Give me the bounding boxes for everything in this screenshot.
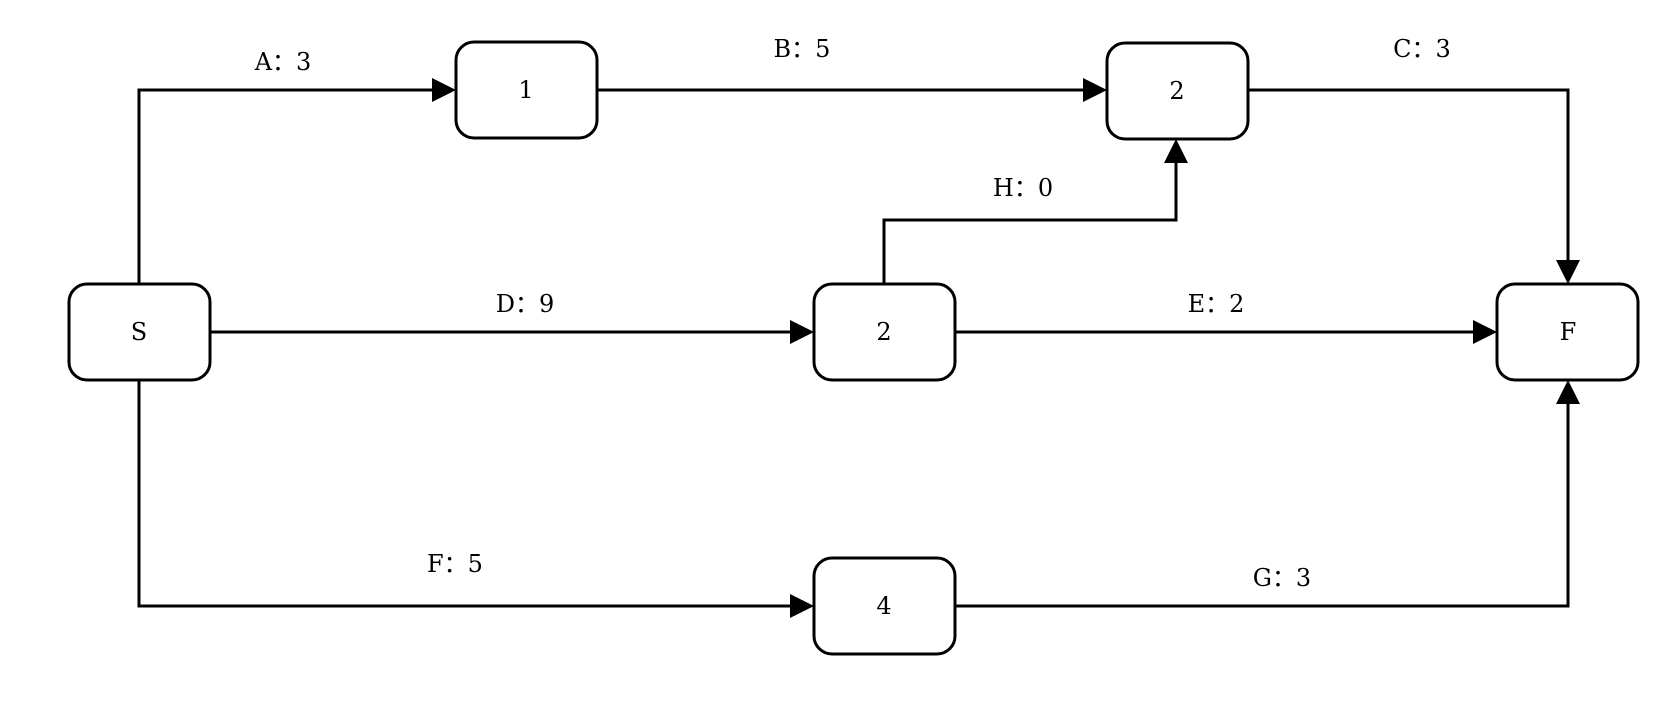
edge-h-arrowhead xyxy=(1164,139,1188,163)
edge-c-arrowhead xyxy=(1556,260,1580,284)
node-s-label: S xyxy=(131,318,147,346)
edge-label-g: G：3 xyxy=(1253,564,1311,592)
edge-label-f: F：5 xyxy=(427,550,483,578)
node-1-box xyxy=(454,40,599,140)
node-4-label: 4 xyxy=(876,592,891,620)
edge-label-h: H：0 xyxy=(993,174,1053,202)
edges xyxy=(137,78,1580,618)
edge-d-arrowhead xyxy=(790,320,814,344)
edge-a-arrowhead xyxy=(432,78,456,102)
node-2-mid-box xyxy=(812,282,957,382)
node-f-box xyxy=(1495,282,1640,382)
node-f-label: F xyxy=(1560,318,1577,346)
edge-label-d: D：9 xyxy=(496,290,555,318)
edge-g xyxy=(955,404,1570,608)
edge-g-arrowhead xyxy=(1556,380,1580,404)
edge-c xyxy=(1248,88,1570,260)
node-2-top-label: 2 xyxy=(1169,77,1184,105)
node-s-box xyxy=(67,282,212,382)
node-4-box xyxy=(812,556,957,656)
node-s[interactable]: S xyxy=(67,282,212,382)
node-4[interactable]: 4 xyxy=(812,556,957,656)
node-f[interactable]: F xyxy=(1495,282,1640,382)
edge-label-b: B：5 xyxy=(774,35,831,63)
edge-f xyxy=(137,380,790,608)
edge-b-arrowhead xyxy=(1083,78,1107,102)
edge-labels: A：3 B：5 C：3 H：0 D：9 E：2 F：5 G：3 xyxy=(254,35,1451,592)
edge-e-arrowhead xyxy=(1473,320,1497,344)
node-2-mid[interactable]: 2 xyxy=(812,282,957,382)
edge-f-arrowhead xyxy=(790,594,814,618)
edge-label-c: C：3 xyxy=(1393,35,1451,63)
edge-label-a: A：3 xyxy=(254,48,312,76)
node-1-label: 1 xyxy=(518,76,533,104)
node-2-top-box xyxy=(1105,41,1250,141)
node-2-mid-label: 2 xyxy=(876,318,891,346)
node-2-top[interactable]: 2 xyxy=(1105,41,1250,141)
edge-h xyxy=(882,163,1178,284)
node-1[interactable]: 1 xyxy=(454,40,599,140)
edge-label-e: E：2 xyxy=(1188,290,1245,318)
edge-a xyxy=(137,88,432,284)
